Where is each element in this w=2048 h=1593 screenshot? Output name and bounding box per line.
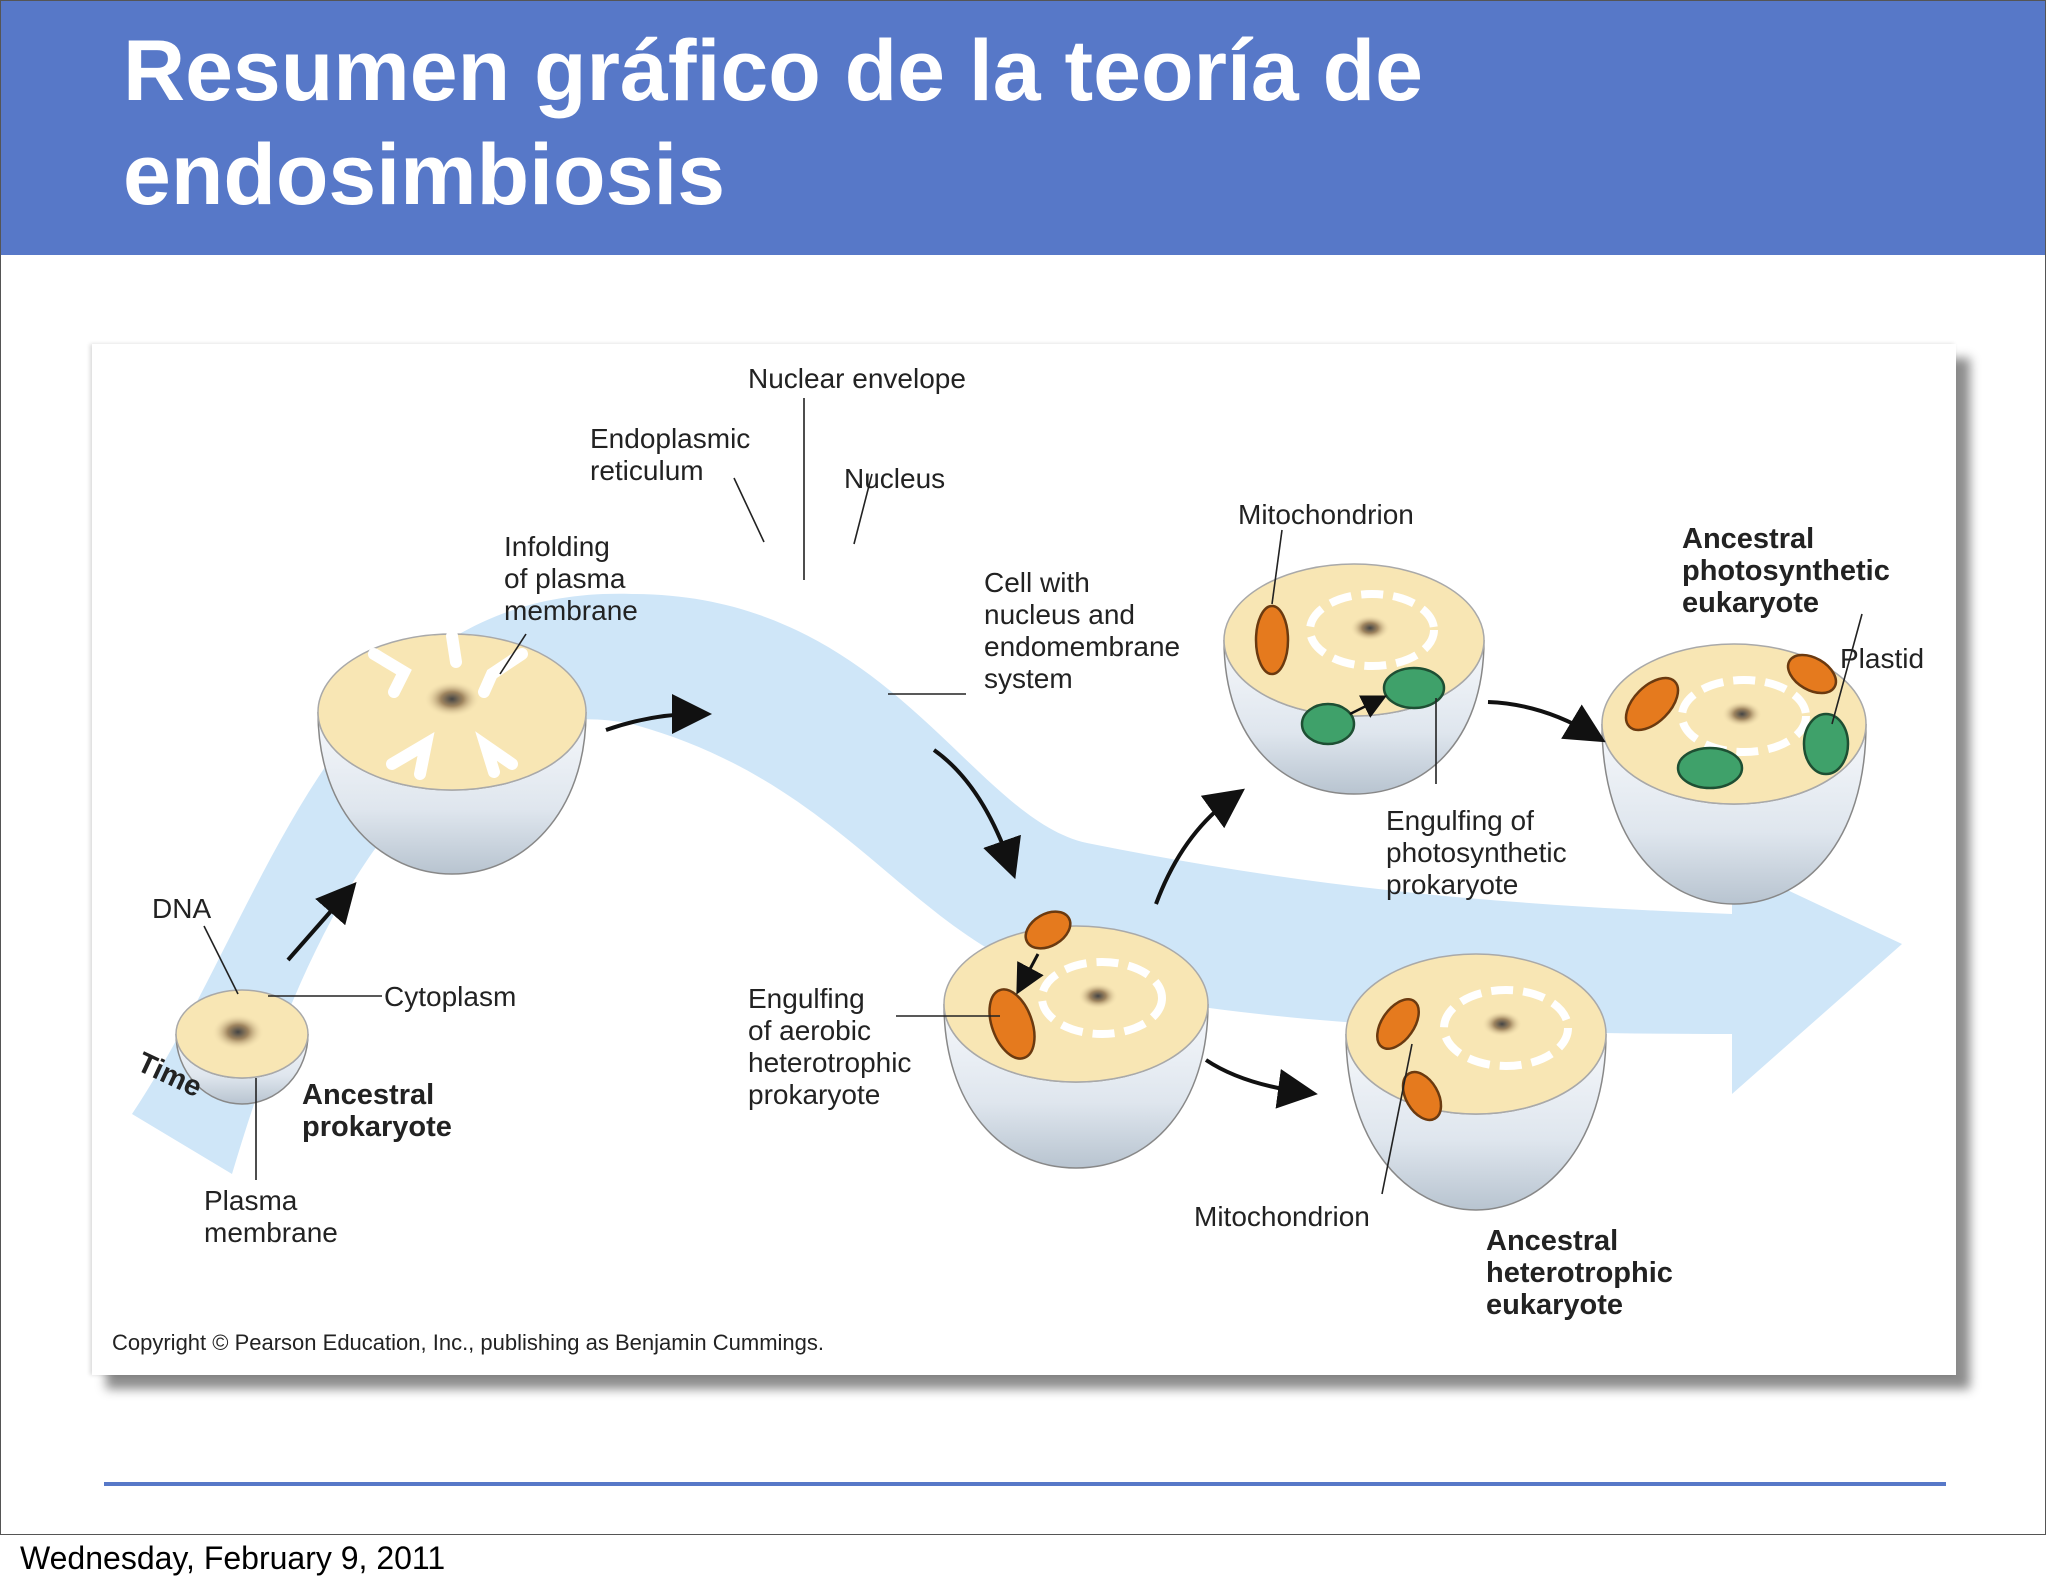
label-ancestral-heterotrophic-3: eukaryote <box>1486 1289 1623 1321</box>
process-arrows <box>286 694 1606 1109</box>
label-er-2: reticulum <box>590 455 704 486</box>
label-plastid: Plastid <box>1840 643 1924 674</box>
label-ancestral-prokaryote-2: prokaryote <box>302 1111 452 1143</box>
time-arrow-band <box>132 593 1902 1174</box>
label-engulfing-aerobic-2: of aerobic <box>748 1015 871 1046</box>
label-ancestral-photosynthetic-2: photosynthetic <box>1682 555 1890 587</box>
footer-date: Wednesday, February 9, 2011 <box>20 1540 446 1576</box>
leader-lines <box>203 398 1863 1195</box>
endosymbiosis-figure: Time DNA Cytoplasm Plasma membrane Ances… <box>92 344 1956 1375</box>
label-ancestral-photosynthetic-3: eukaryote <box>1682 587 1819 619</box>
label-ancestral-heterotrophic-2: heterotrophic <box>1486 1257 1673 1289</box>
label-cytoplasm: Cytoplasm <box>384 981 516 1012</box>
label-nucleus: Nucleus <box>844 463 945 494</box>
label-engulfing-photosynthetic-1: Engulfing of <box>1386 805 1534 836</box>
copyright-notice: Copyright © Pearson Education, Inc., pub… <box>112 1330 824 1355</box>
ancestral-prokaryote-cell <box>175 989 309 1105</box>
photosynthetic-eukaryote-cell <box>1601 643 1867 905</box>
label-infolding-3: membrane <box>504 595 638 626</box>
label-plasma-membrane-1: Plasma <box>204 1185 298 1216</box>
label-plasma-membrane-2: membrane <box>204 1217 338 1248</box>
label-cell-with-nucleus-4: system <box>984 663 1073 694</box>
label-ancestral-prokaryote-1: Ancestral <box>302 1079 434 1111</box>
label-cell-with-nucleus-2: nucleus and <box>984 599 1135 630</box>
label-cell-with-nucleus-3: endomembrane <box>984 631 1180 662</box>
label-ancestral-heterotrophic-1: Ancestral <box>1486 1225 1618 1257</box>
label-er-1: Endoplasmic <box>590 423 750 454</box>
label-mitochondrion-bottom: Mitochondrion <box>1194 1201 1370 1232</box>
label-nuclear-envelope: Nuclear envelope <box>748 363 966 394</box>
label-engulfing-aerobic-4: prokaryote <box>748 1079 880 1110</box>
engulfing-photosynthetic-cell <box>1223 563 1485 795</box>
label-engulfing-aerobic-1: Engulfing <box>748 983 865 1014</box>
heterotrophic-eukaryote-cell <box>1345 953 1607 1211</box>
engulfing-aerobic-cell <box>943 910 1209 1169</box>
label-engulfing-photosynthetic-2: photosynthetic <box>1386 837 1567 868</box>
label-cell-with-nucleus-1: Cell with <box>984 567 1090 598</box>
label-engulfing-aerobic-3: heterotrophic <box>748 1047 911 1078</box>
label-engulfing-photosynthetic-3: prokaryote <box>1386 869 1518 900</box>
label-dna: DNA <box>152 893 211 924</box>
footer-rule <box>104 1482 1946 1486</box>
label-infolding-1: Infolding <box>504 531 610 562</box>
slide-title: Resumen gráfico de la teoría de endosimb… <box>123 23 1423 223</box>
infolding-cell <box>317 630 587 875</box>
title-bar: Resumen gráfico de la teoría de endosimb… <box>1 1 2045 255</box>
label-ancestral-photosynthetic-1: Ancestral <box>1682 523 1814 555</box>
label-mitochondrion-top: Mitochondrion <box>1238 499 1414 530</box>
label-infolding-2: of plasma <box>504 563 626 594</box>
figure-canvas: Time DNA Cytoplasm Plasma membrane Ances… <box>112 363 1924 1355</box>
